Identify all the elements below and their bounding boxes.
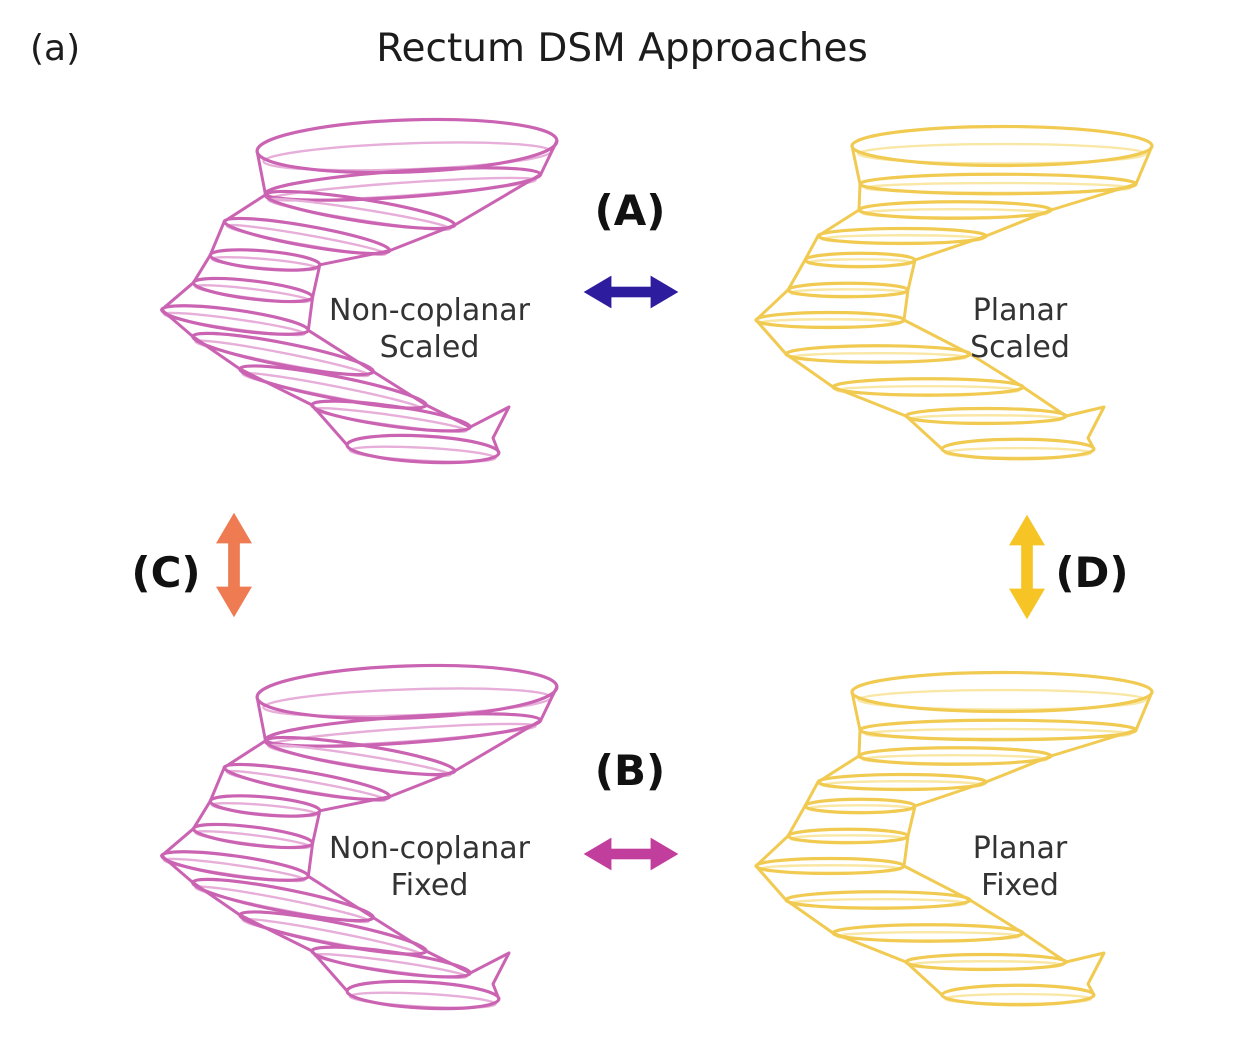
label-noncoplanar-fixed: Non-coplanar Fixed (302, 830, 557, 904)
arrow-d-glyph (1009, 514, 1045, 620)
label-planar-scaled: Planar Scaled (895, 292, 1145, 366)
label-line: Fixed (981, 868, 1059, 903)
arrow-c-label: (C) (131, 548, 201, 597)
arrow-a-icon (583, 275, 679, 309)
label-line: Fixed (390, 868, 469, 903)
arrow-a-label: (A) (594, 186, 666, 235)
arrow-b-icon (583, 837, 679, 871)
arrow-c-glyph (216, 512, 252, 618)
arrow-a-glyph (583, 275, 679, 309)
arrow-c-icon (216, 512, 252, 618)
label-line: Planar (972, 293, 1068, 328)
wireframe-noncoplanar-fixed (160, 663, 559, 1011)
label-noncoplanar-scaled: Non-coplanar Scaled (302, 292, 557, 366)
label-line: Non-coplanar (329, 831, 530, 866)
label-line: Non-coplanar (329, 293, 530, 328)
panel-label: (a) (30, 28, 81, 69)
wireframe-noncoplanar-scaled (160, 117, 559, 465)
arrow-b-label: (B) (594, 746, 666, 795)
label-planar-fixed: Planar Fixed (895, 830, 1145, 904)
wireframe-planar-scaled (754, 124, 1154, 461)
label-line: Scaled (379, 330, 480, 365)
wireframe-planar-fixed (754, 670, 1154, 1007)
figure-title: Rectum DSM Approaches (376, 26, 868, 71)
arrow-d-icon (1009, 514, 1045, 620)
arrow-b-glyph (583, 837, 679, 871)
arrow-d-label: (D) (1055, 548, 1129, 597)
label-line: Scaled (970, 330, 1070, 365)
label-line: Planar (972, 831, 1068, 866)
